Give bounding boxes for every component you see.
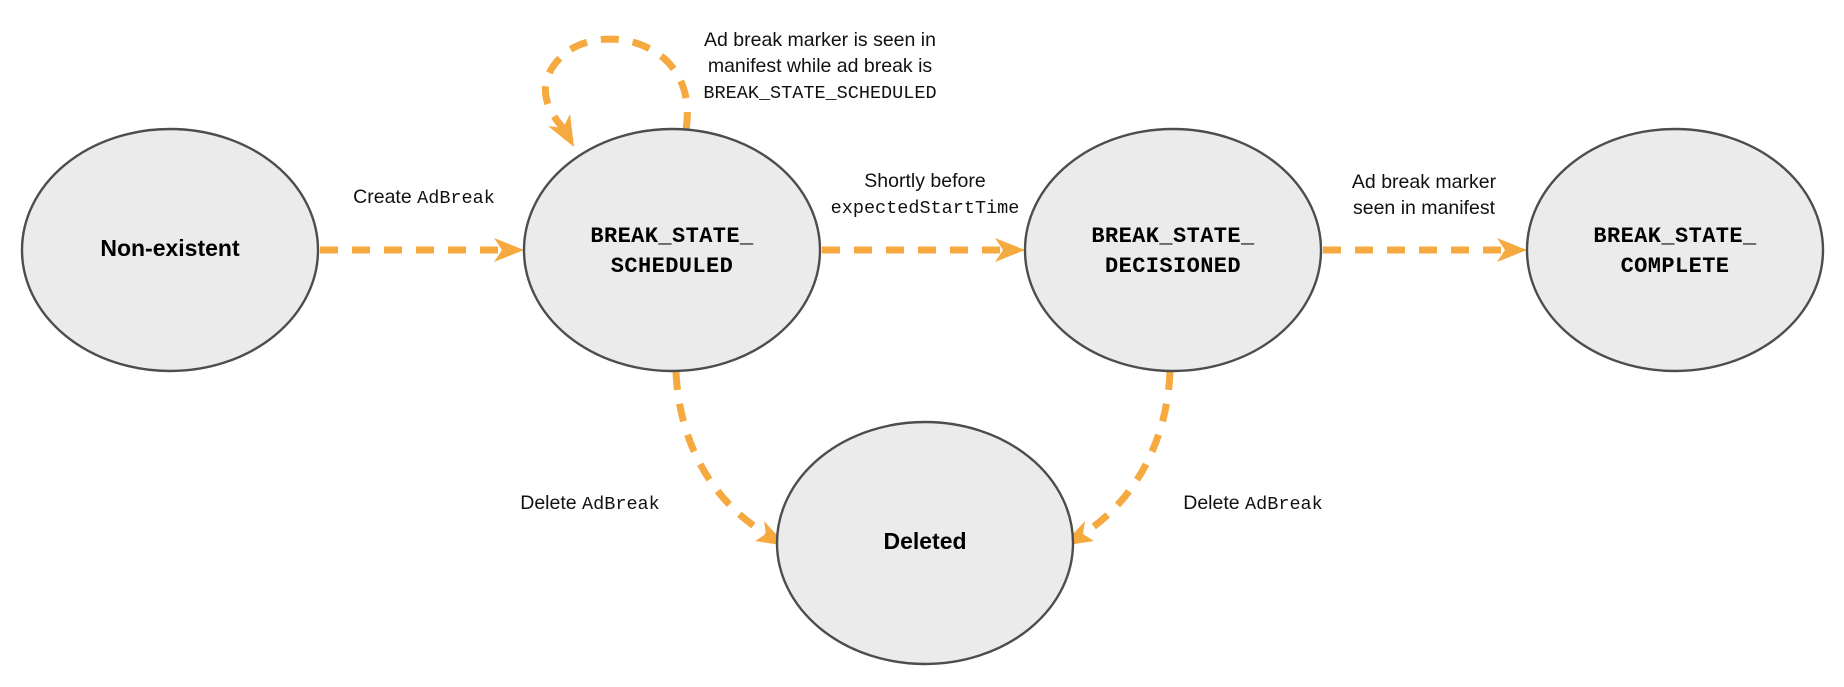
label-code-run: AdBreak: [582, 494, 660, 515]
edge-label-scheduled-self-loop: Ad break marker is seen in manifest while…: [703, 27, 936, 107]
label-text-run: Ad break marker: [1351, 171, 1497, 193]
node-break-state-scheduled-label-line-1: BREAK_STATE_: [590, 224, 754, 249]
edge-delete-from-decisioned[interactable]: [1062, 371, 1174, 546]
edge-label-line: Ad break marker is seen in: [703, 27, 936, 53]
edge-label-delete-from-decisioned: Delete AdBreak: [1183, 490, 1323, 518]
node-deleted[interactable]: Deleted: [775, 420, 1075, 666]
node-break-state-decisioned-label-line-2: DECISIONED: [1105, 254, 1241, 279]
node-break-state-decisioned-label-line-1: BREAK_STATE_: [1091, 224, 1255, 249]
label-text-run: Delete: [1183, 492, 1246, 514]
edge-marker-seen-in-manifest-arrowhead: [1497, 238, 1527, 262]
node-break-state-scheduled-label-line-2: SCHEDULED: [611, 254, 733, 279]
edge-scheduled-self-loop-arrowhead: [548, 114, 574, 147]
label-text-run: Create: [353, 186, 418, 208]
label-code-run: AdBreak: [417, 188, 495, 209]
edge-marker-seen-in-manifest[interactable]: [1323, 238, 1527, 262]
node-break-state-complete-label-line-2: COMPLETE: [1621, 254, 1730, 279]
edge-delete-from-scheduled-line: [672, 371, 768, 537]
label-text-run: seen in manifest: [1352, 197, 1495, 219]
edge-label-line: Shortly before: [831, 168, 1020, 194]
nodes-layer: Non-existent BREAK_STATE_ SCHEDULED BREA…: [20, 127, 1825, 666]
edge-label-create-adbreak: Create AdBreak: [353, 184, 495, 212]
edge-label-line: Delete AdBreak: [1183, 490, 1323, 518]
node-deleted-shape: [775, 420, 1075, 666]
edge-label-line: Delete AdBreak: [520, 490, 660, 518]
edge-label-line: BREAK_STATE_SCHEDULED: [703, 79, 936, 107]
node-break-state-decisioned-shape: [1023, 127, 1323, 373]
label-code-run: AdBreak: [1245, 494, 1323, 515]
edge-label-delete-from-scheduled: Delete AdBreak: [520, 490, 660, 518]
edge-shortly-before-arrowhead: [995, 238, 1025, 262]
edge-label-line: manifest while ad break is: [703, 53, 936, 79]
node-break-state-complete[interactable]: BREAK_STATE_ COMPLETE: [1525, 127, 1825, 373]
edge-scheduled-self-loop-line: [542, 35, 691, 131]
edge-label-line: seen in manifest: [1352, 195, 1496, 221]
label-text-run: Ad break marker is seen in: [704, 29, 936, 51]
edge-label-line: Create AdBreak: [353, 184, 495, 212]
node-non-existent-label-line-1: Non-existent: [100, 235, 240, 261]
edge-shortly-before[interactable]: [822, 238, 1025, 262]
edge-delete-from-decisioned-line: [1081, 371, 1174, 537]
edge-label-line: Ad break marker: [1352, 169, 1496, 195]
node-break-state-scheduled[interactable]: BREAK_STATE_ SCHEDULED: [522, 127, 822, 373]
node-break-state-complete-shape: [1525, 127, 1825, 373]
edge-create-adbreak[interactable]: [320, 238, 524, 262]
edge-label-line: expectedStartTime: [831, 194, 1020, 222]
edge-label-marker-seen-in-manifest: Ad break marker seen in manifest: [1352, 169, 1496, 221]
label-code-run: expectedStartTime: [830, 198, 1020, 219]
node-deleted-label-line-1: Deleted: [883, 528, 966, 554]
edge-label-shortly-before: Shortly before expectedStartTime: [831, 168, 1020, 222]
edge-delete-from-scheduled[interactable]: [672, 371, 787, 546]
node-non-existent[interactable]: Non-existent: [20, 127, 320, 373]
node-non-existent-shape: [20, 127, 320, 373]
edge-scheduled-self-loop[interactable]: [542, 35, 691, 147]
edge-create-adbreak-arrowhead: [494, 238, 524, 262]
label-text-run: manifest while ad break is: [707, 55, 933, 77]
node-break-state-complete-label-line-1: BREAK_STATE_: [1593, 224, 1757, 249]
node-break-state-decisioned[interactable]: BREAK_STATE_ DECISIONED: [1023, 127, 1323, 373]
label-text-run: Delete: [520, 492, 583, 514]
label-text-run: Shortly before: [864, 170, 986, 192]
node-break-state-scheduled-shape: [522, 127, 822, 373]
label-code-run: BREAK_STATE_SCHEDULED: [703, 83, 937, 104]
